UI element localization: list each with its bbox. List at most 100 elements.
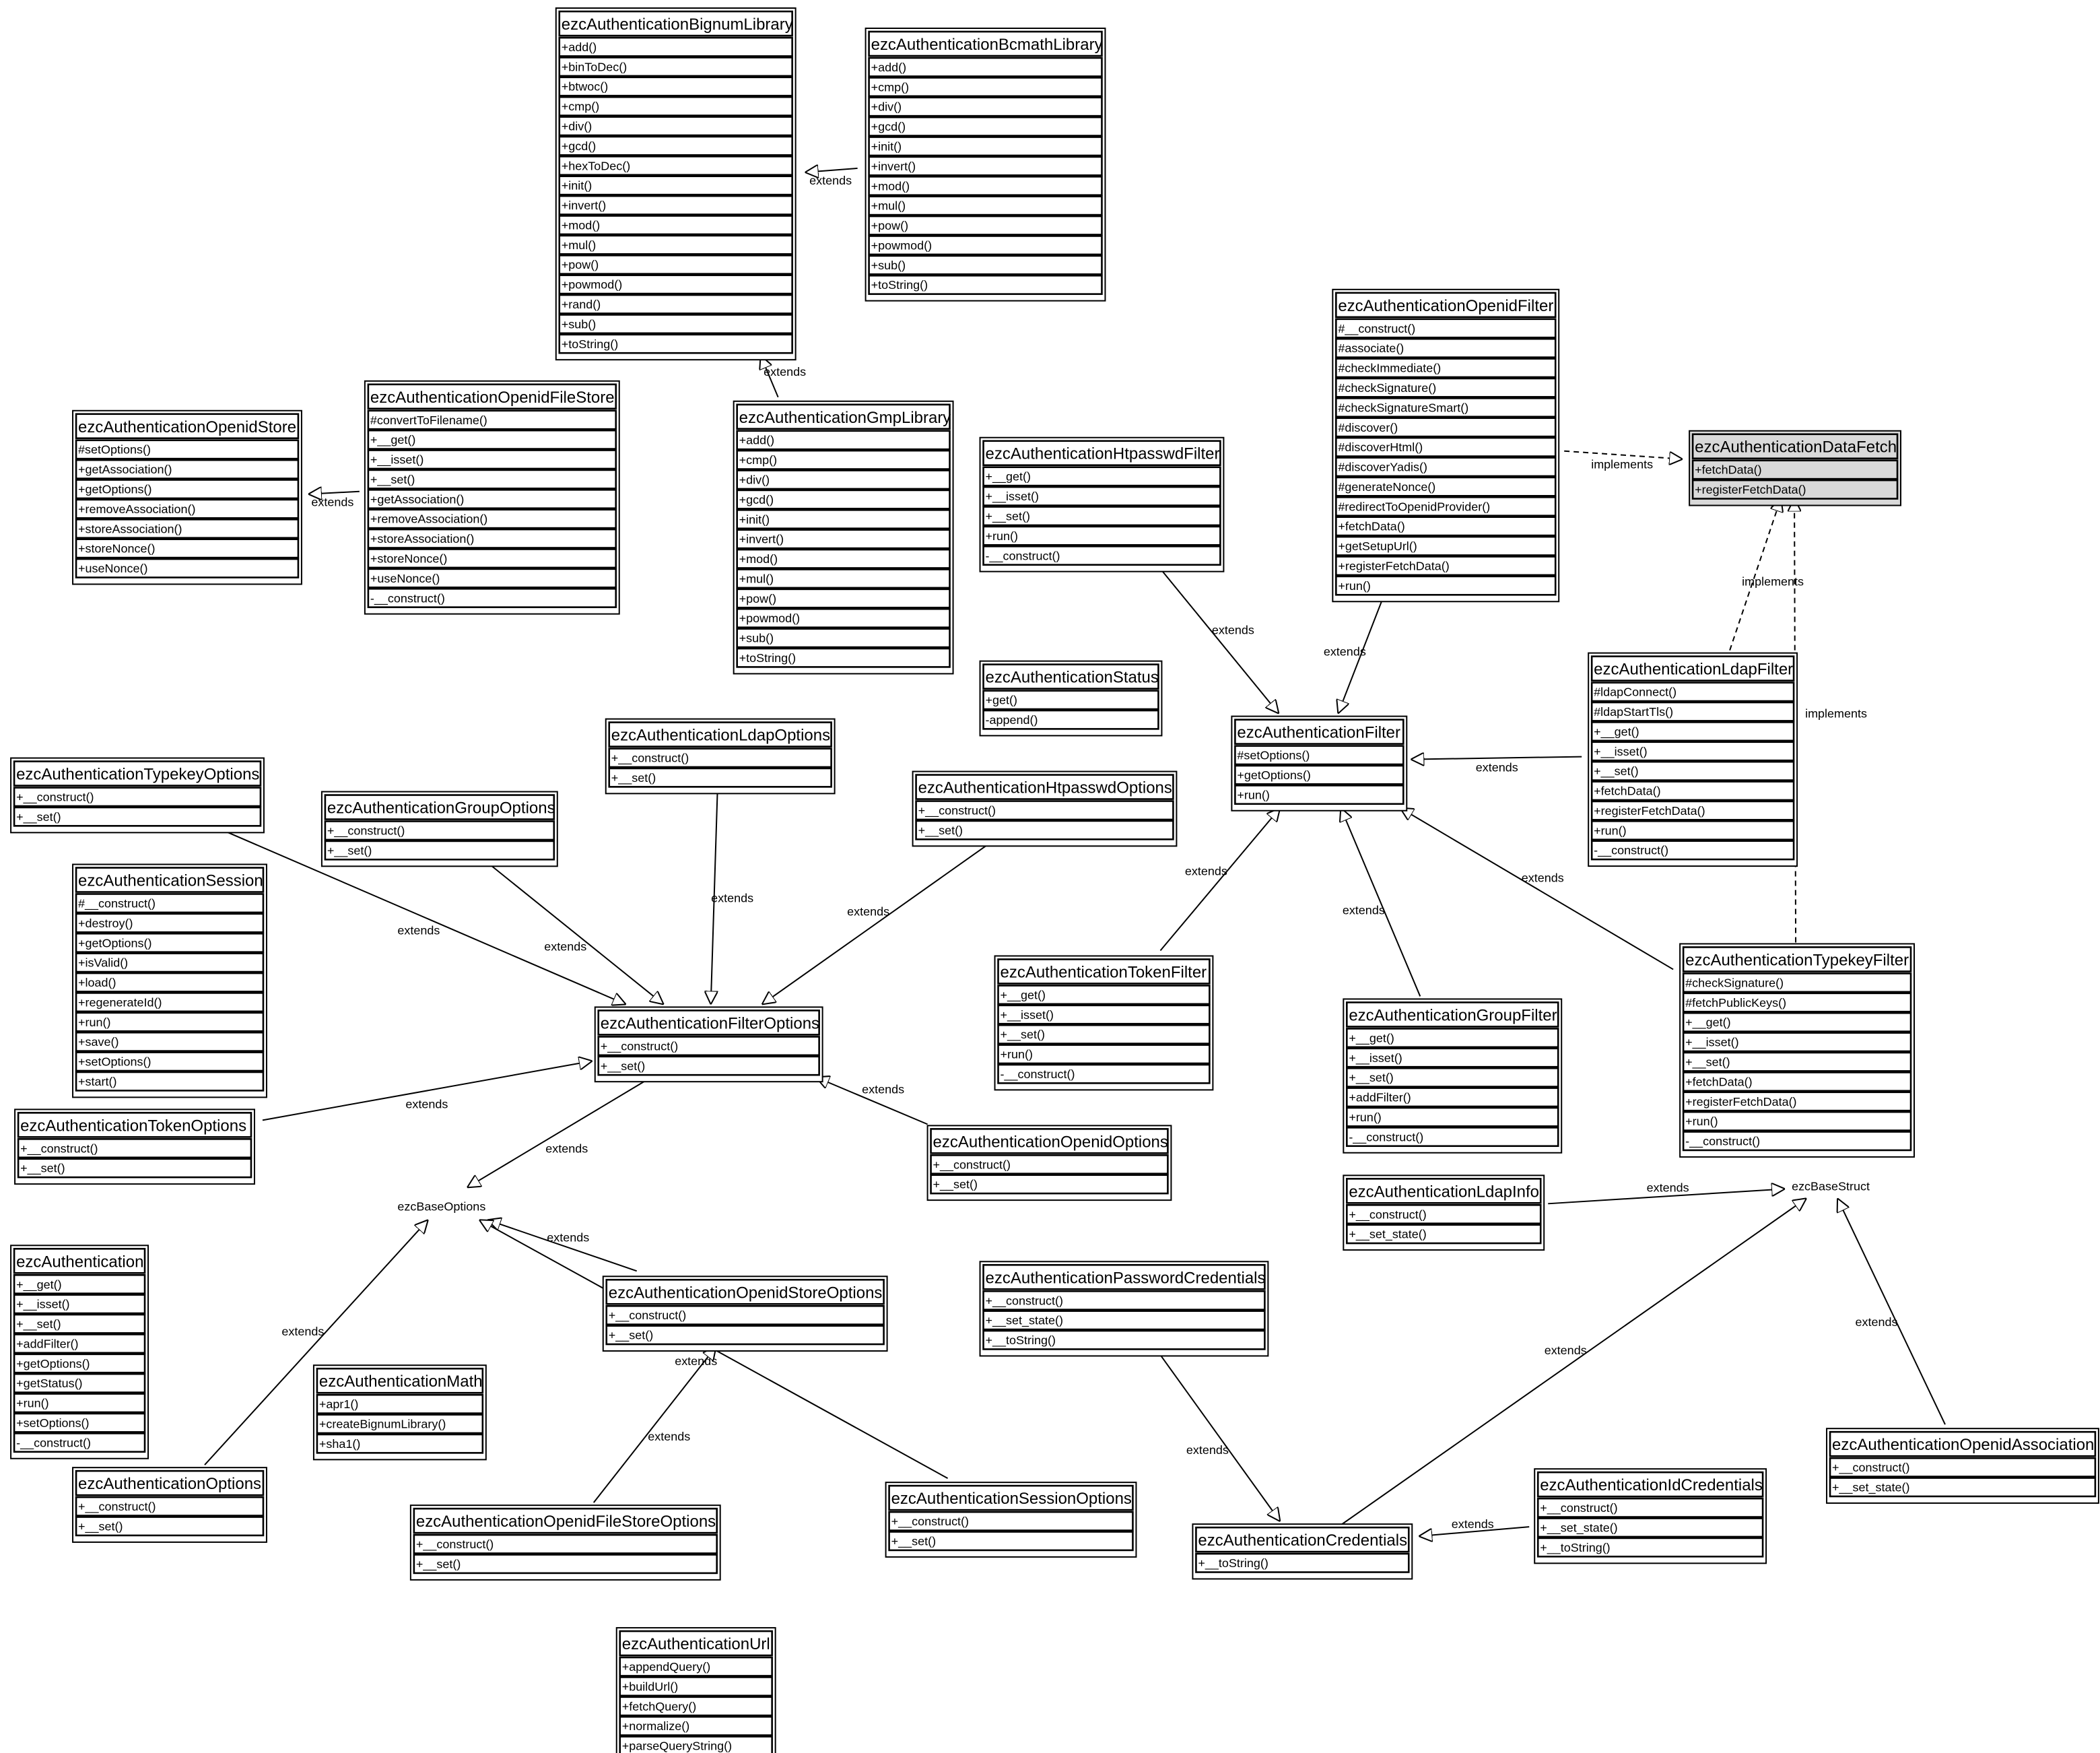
class-box[interactable]: ezcAuthenticationTokenFilter+__get()+__i… <box>994 955 1214 1091</box>
class-box[interactable]: ezcAuthenticationGmpLibrary+add()+cmp()+… <box>733 400 954 675</box>
extends-edge: extends <box>592 1346 716 1503</box>
class-box[interactable]: ezcAuthenticationStatus+get()-append() <box>979 660 1163 737</box>
method-name: +cmp() <box>739 453 777 467</box>
method-name: +__toString() <box>986 1333 1056 1348</box>
class-box[interactable]: ezcAuthenticationTypekeyOptions+__constr… <box>10 757 265 834</box>
method-row <box>316 1393 484 1414</box>
method-name: +__get() <box>1594 725 1639 739</box>
edge-label: extends <box>1452 1517 1494 1531</box>
method-name: +removeAssociation() <box>370 512 487 526</box>
edge-line <box>1338 599 1384 714</box>
method-name: +setOptions() <box>78 1055 151 1069</box>
edge-label: extends <box>1324 645 1366 659</box>
edge-label: extends <box>1185 865 1227 878</box>
method-name: +__set() <box>1349 1071 1393 1085</box>
class-box[interactable]: ezcAuthenticationOptions+__construct()+_… <box>72 1467 267 1543</box>
method-name: #setOptions() <box>1237 749 1310 762</box>
class-name: ezcAuthenticationUrl <box>622 1635 770 1653</box>
method-row <box>1335 318 1557 339</box>
method-row <box>888 1511 1134 1531</box>
class-header <box>997 958 1211 985</box>
method-row <box>324 840 555 861</box>
class-box[interactable]: ezcAuthenticationSessionOptions+__constr… <box>885 1482 1137 1558</box>
class-box[interactable]: ezcAuthenticationOpenidStoreOptions+__co… <box>602 1276 888 1352</box>
method-row <box>1335 535 1557 556</box>
method-row <box>736 449 951 470</box>
class-box[interactable]: ezcAuthenticationOpenidFileStore#convert… <box>364 380 620 615</box>
class-box[interactable]: ezcAuthenticationBcmathLibrary+add()+cmp… <box>865 27 1106 302</box>
extends-edge: extends <box>487 1220 638 1272</box>
class-header <box>930 1128 1169 1154</box>
class-box[interactable]: ezcAuthenticationUrl+appendQuery()+build… <box>615 1627 776 1753</box>
class-box[interactable]: ezcAuthenticationIdCredentials+__constru… <box>1534 1468 1767 1564</box>
edge-label: extends <box>311 496 353 509</box>
class-header <box>17 1112 252 1138</box>
class-box[interactable]: ezcAuthenticationOpenidStore#setOptions(… <box>72 409 302 585</box>
method-row <box>367 449 617 470</box>
class-box[interactable]: ezcAuthenticationOpenidAssociation+__con… <box>1826 1428 2099 1504</box>
method-name: +getOptions() <box>1237 768 1310 782</box>
class-box[interactable]: ezcAuthenticationMath+apr1()+createBignu… <box>312 1364 487 1461</box>
class-box[interactable]: ezcAuthenticationGroupFilter+__get()+__i… <box>1343 998 1563 1154</box>
class-header <box>1346 1178 1542 1204</box>
method-name: +run() <box>16 1397 48 1410</box>
class-box[interactable]: ezcAuthenticationSession#__construct()+d… <box>72 863 267 1098</box>
method-row <box>413 1554 718 1575</box>
method-row <box>736 568 951 589</box>
class-box[interactable]: ezcAuthenticationBignumLibrary+add()+bin… <box>555 7 797 361</box>
class-header <box>1691 433 1899 460</box>
class-box[interactable]: ezcAuthenticationTypekeyFilter#checkSign… <box>1679 943 1916 1158</box>
method-row <box>1335 556 1557 576</box>
method-row <box>1335 457 1557 477</box>
edge-line <box>262 1061 592 1121</box>
class-box[interactable]: ezcAuthenticationLdapFilter#ldapConnect(… <box>1588 652 1798 867</box>
class-box[interactable]: ezcAuthenticationTokenOptions+__construc… <box>14 1109 255 1185</box>
method-row <box>1346 1106 1559 1127</box>
class-header <box>1829 1430 2097 1457</box>
method-name: +fetchData() <box>1338 520 1404 533</box>
class-box[interactable]: ezcAuthenticationLdapOptions+__construct… <box>605 718 836 795</box>
method-row <box>75 1051 265 1072</box>
class-box[interactable]: ezcAuthenticationFilter#setOptions()+get… <box>1231 715 1408 812</box>
method-name: +mul() <box>562 238 596 252</box>
class-name: ezcAuthenticationTokenOptions <box>20 1117 246 1135</box>
method-row <box>1682 1051 1912 1072</box>
edge-line <box>1837 1198 1946 1425</box>
class-box[interactable]: ezcAuthenticationOpenidOptions+__constru… <box>926 1125 1172 1201</box>
external-class-name: ezcBaseStruct <box>1792 1179 1870 1193</box>
class-box[interactable]: ezcAuthenticationHtpasswdOptions+__const… <box>912 770 1178 847</box>
method-name: +add() <box>562 40 597 54</box>
class-box[interactable]: ezcAuthenticationHtpasswdFilter+__get()+… <box>979 436 1225 572</box>
method-name: +registerFetchData() <box>1695 483 1806 496</box>
method-name: +fetchQuery() <box>622 1700 696 1713</box>
method-name: +getOptions() <box>78 483 151 496</box>
extends-edge: extends <box>262 1061 592 1121</box>
method-name: +createBignumLibrary() <box>319 1418 446 1431</box>
method-name: #discoverHtml() <box>1338 440 1423 454</box>
method-name: +__construct() <box>609 1309 686 1323</box>
class-box[interactable]: ezcAuthenticationLdapInfo+__construct()+… <box>1343 1175 1545 1251</box>
class-box[interactable]: ezcAuthentication+__get()+__isset()+__se… <box>10 1245 149 1459</box>
class-box[interactable]: ezcAuthenticationFilterOptions+__constru… <box>594 1006 823 1083</box>
method-name: #ldapStartTls() <box>1594 705 1673 719</box>
method-row <box>868 175 1103 196</box>
extends-edge: extends <box>816 1077 928 1125</box>
class-box[interactable]: ezcAuthenticationPasswordCredentials+__c… <box>979 1261 1269 1357</box>
edge-label: extends <box>281 1325 324 1338</box>
class-name: ezcAuthenticationOpenidFilter <box>1338 297 1553 315</box>
method-row <box>558 116 793 137</box>
method-row <box>75 498 300 519</box>
class-header <box>367 383 617 410</box>
class-box[interactable]: ezcAuthenticationCredentials+__toString(… <box>1192 1523 1413 1580</box>
method-name: +cmp() <box>871 80 909 94</box>
method-row <box>1682 1012 1912 1032</box>
class-box[interactable]: ezcAuthenticationOpenidFilter#__construc… <box>1332 288 1560 603</box>
extends-edge: extends <box>1159 808 1280 952</box>
class-box[interactable]: ezcAuthenticationDataFetch+fetchData()+r… <box>1689 430 1902 506</box>
class-box[interactable]: ezcAuthenticationOpenidFileStoreOptions+… <box>409 1504 721 1581</box>
class-box[interactable]: ezcAuthenticationGroupOptions+__construc… <box>320 791 558 867</box>
method-name: +__set() <box>1001 1028 1045 1042</box>
edge-line <box>762 840 993 1005</box>
method-row <box>367 409 617 430</box>
method-row <box>608 767 832 788</box>
